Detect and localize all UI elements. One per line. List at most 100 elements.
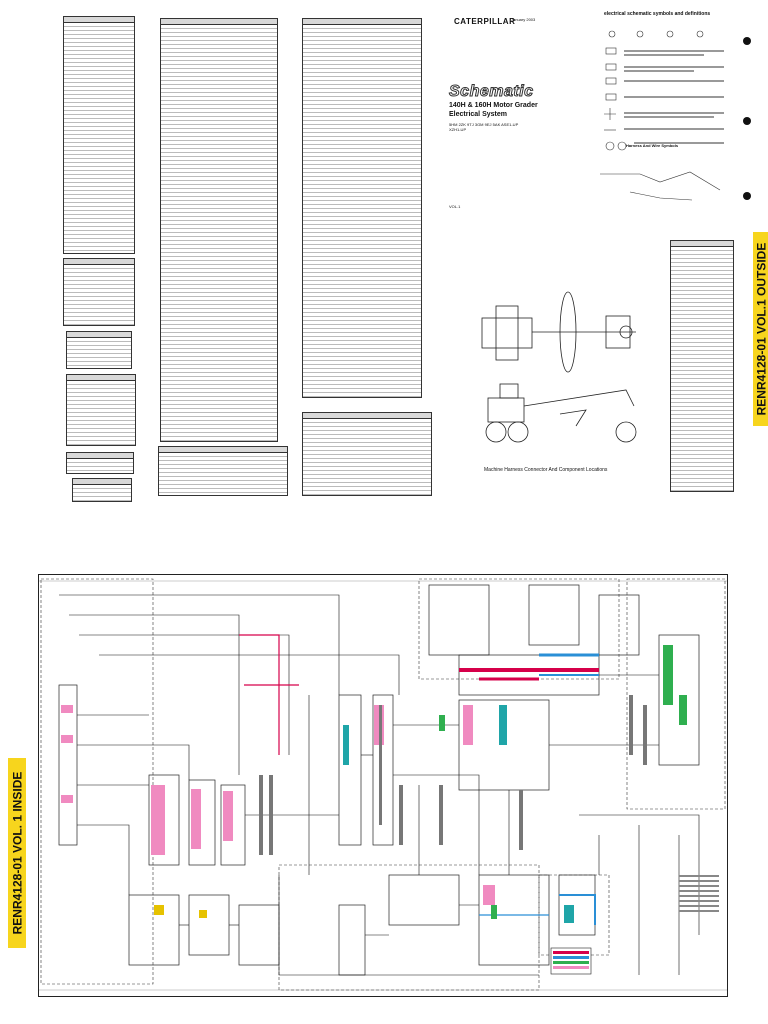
table-row [64, 223, 134, 227]
table-row [671, 451, 733, 455]
table-row [671, 275, 733, 279]
table-row [161, 169, 277, 173]
table-row [67, 358, 131, 362]
table-row [303, 189, 421, 193]
table-row [671, 359, 733, 363]
table-row [303, 61, 421, 65]
machine-location-drawing [481, 291, 637, 443]
table-row [161, 265, 277, 269]
table-row [67, 362, 131, 366]
table-row [64, 269, 134, 273]
table-row [67, 459, 133, 463]
table-row [67, 397, 135, 401]
table-row [303, 289, 421, 293]
table-row [303, 113, 421, 117]
table-row [303, 145, 421, 149]
table-row [161, 289, 277, 293]
table-row [64, 27, 134, 31]
table-row [64, 187, 134, 191]
table-row [671, 411, 733, 415]
table-row [161, 305, 277, 309]
page-title: Schematic [449, 83, 534, 101]
table-row [64, 273, 134, 277]
table-row [64, 135, 134, 139]
table-row [671, 375, 733, 379]
table-row [161, 161, 277, 165]
table-row [64, 175, 134, 179]
table-row [303, 241, 421, 245]
table-row [671, 247, 733, 251]
table-row [303, 33, 421, 37]
table-row [161, 381, 277, 385]
table-row [64, 191, 134, 195]
table-row [161, 437, 277, 441]
table-row [161, 281, 277, 285]
table-row [64, 313, 134, 317]
table-row [64, 55, 134, 59]
component-location-table-3 [66, 331, 132, 369]
table-row [159, 473, 287, 477]
table-row [161, 157, 277, 161]
table-row [671, 315, 733, 319]
table-row [161, 137, 277, 141]
table-row [161, 317, 277, 321]
table-row [67, 441, 135, 445]
component-location-table-1 [63, 16, 135, 254]
table-row [64, 115, 134, 119]
table-row [303, 169, 421, 173]
component-location-table-5 [66, 452, 134, 474]
table-row [161, 117, 277, 121]
table-row [161, 261, 277, 265]
table-row [671, 463, 733, 467]
table-row [303, 357, 421, 361]
table-row [64, 207, 134, 211]
table-row [161, 61, 277, 65]
table-row [161, 301, 277, 305]
table-row [64, 87, 134, 91]
bullet-3 [743, 192, 751, 200]
table-row [161, 353, 277, 357]
subtitle-line-2: Electrical System [449, 111, 507, 118]
table-row [671, 467, 733, 471]
table-row [303, 161, 421, 165]
date-note: January 2003 [511, 17, 536, 22]
table-row [159, 465, 287, 469]
media-number: VOL.1 [449, 204, 461, 209]
table-row [64, 59, 134, 63]
table-row [161, 213, 277, 217]
table-row [161, 325, 277, 329]
table-row [161, 345, 277, 349]
table-row [161, 405, 277, 409]
table-row [161, 377, 277, 381]
harness-symbols-header: Harness And Wire Symbols [626, 143, 679, 148]
schematic-wiring [39, 578, 727, 991]
table-row [161, 297, 277, 301]
table-row [67, 433, 135, 437]
serial-number: ASE1-UP [501, 122, 519, 127]
table-row [303, 129, 421, 133]
table-row [671, 459, 733, 463]
table-row [67, 463, 133, 467]
table-row [67, 437, 135, 441]
table-row [64, 321, 134, 325]
table-row [303, 439, 431, 443]
table-row [303, 137, 421, 141]
table-row [161, 393, 277, 397]
table-row [671, 399, 733, 403]
table-row [303, 471, 431, 475]
table-row [64, 293, 134, 297]
table-row [303, 157, 421, 161]
table-row [303, 81, 421, 85]
connector-location-table-a [160, 18, 278, 442]
table-row [64, 297, 134, 301]
table-row [64, 131, 134, 135]
electrical-schematic [38, 574, 728, 997]
serial-number: 9EJ [484, 122, 492, 127]
table-row [64, 83, 134, 87]
table-row [161, 225, 277, 229]
component-location-table-2 [63, 258, 135, 326]
serial-number: 9TJ [467, 122, 474, 127]
table-row [303, 141, 421, 145]
table-row [64, 23, 134, 27]
table-row [303, 181, 421, 185]
